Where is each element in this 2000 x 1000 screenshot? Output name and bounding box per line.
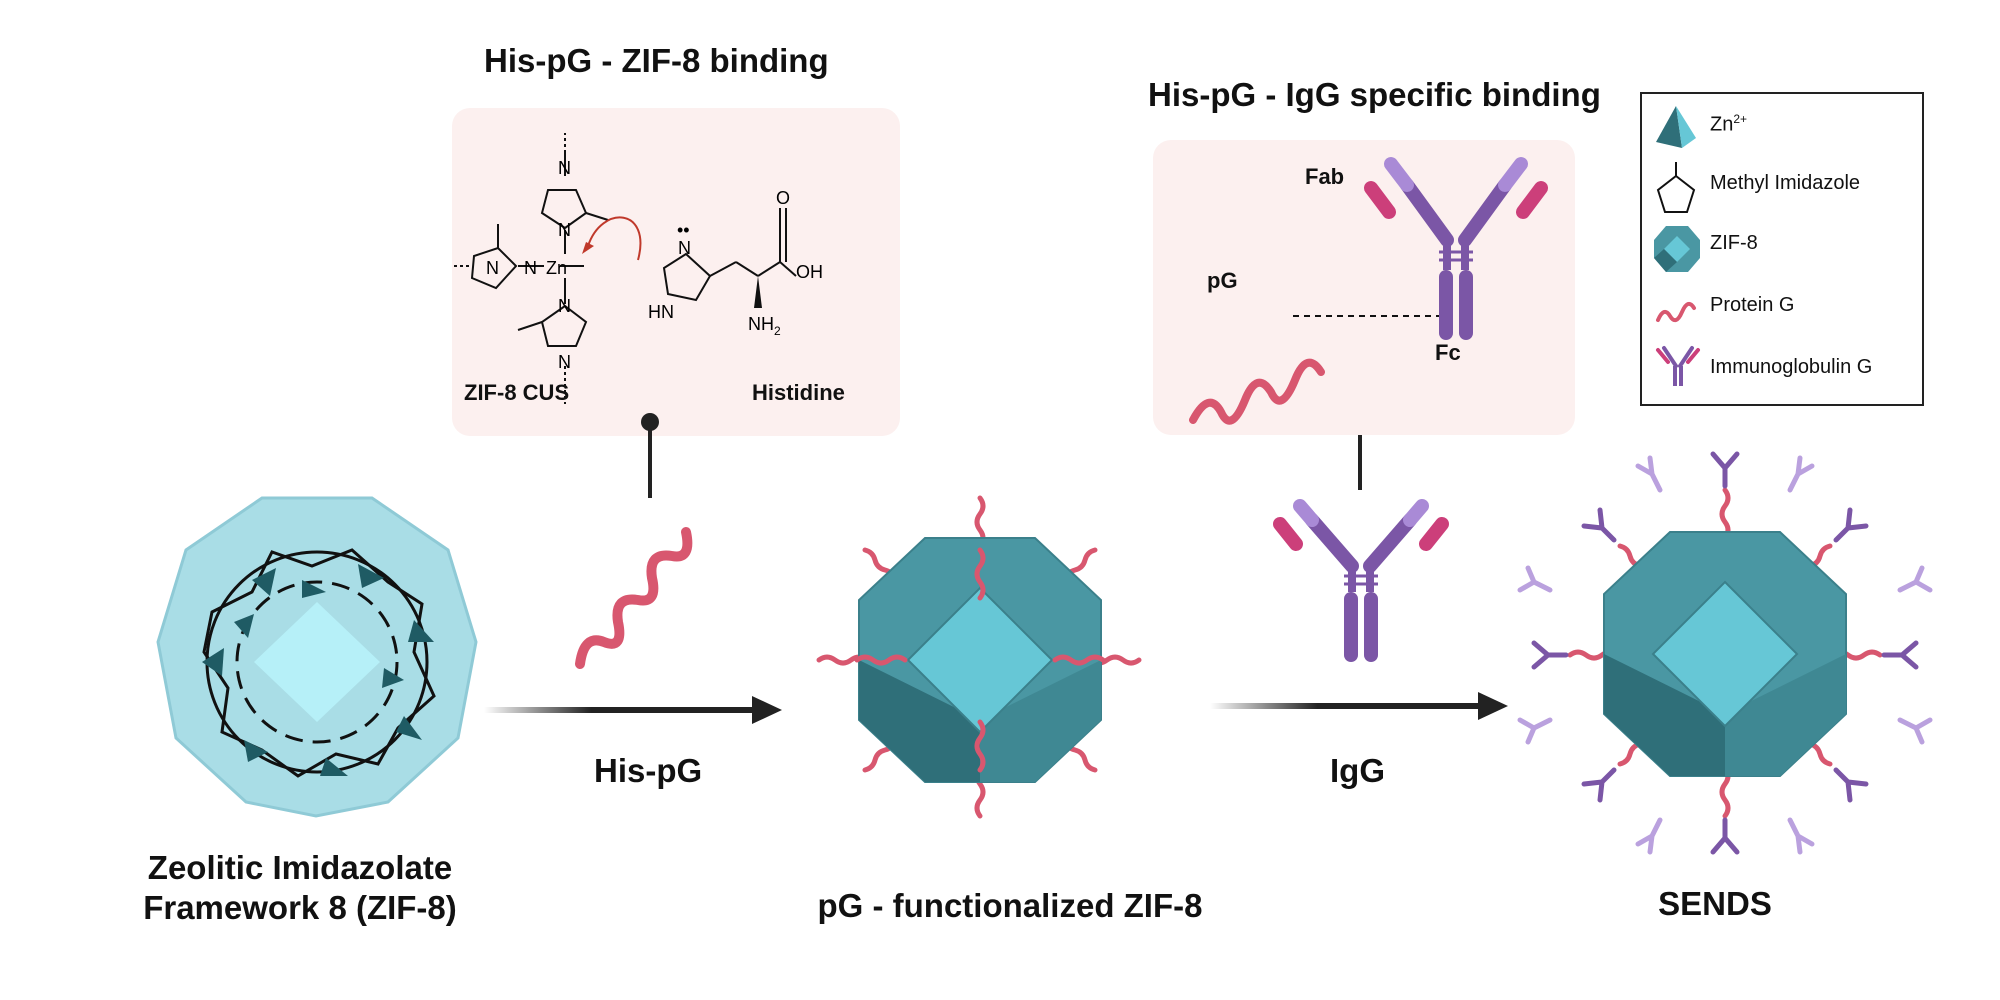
igg-step-arrow <box>1210 692 1508 720</box>
atom-n-top: N <box>558 158 571 178</box>
svg-text:O: O <box>776 188 790 208</box>
zn-tetrahedron-icon <box>1656 106 1696 148</box>
legend-label-zn: Zn2+ <box>1710 112 1748 136</box>
zif8-caption: Zeolitic Imidazolate Framework 8 (ZIF-8) <box>143 849 457 926</box>
legend-label-protein-g: Protein G <box>1710 294 1795 316</box>
igg-antibody <box>1364 157 1548 340</box>
his-pg-step-label: His-pG <box>594 752 703 789</box>
igg-step-label: IgG <box>1330 752 1385 789</box>
sends-caption: SENDS <box>1658 885 1772 922</box>
coordination-chemistry-diagram: N N N N Zn N N N •• HN NH2 O OH <box>454 133 823 404</box>
his-pg-zif8-binding-panel: N N N N Zn N N N •• HN NH2 O OH ZIF-8 CU… <box>452 108 900 436</box>
pg-functionalized-zif8-illustration <box>816 495 1142 819</box>
histidine-label: Histidine <box>752 380 845 405</box>
svg-text:OH: OH <box>796 262 823 282</box>
pg-helix <box>1189 358 1325 425</box>
igg-binding-panel-title: His-pG - IgG specific binding <box>1148 76 1601 113</box>
sends-illustration <box>1517 451 1933 855</box>
his-pg-igg-binding-panel: Fab pG Fc <box>1153 140 1575 435</box>
lone-pair-dots: •• <box>677 220 690 240</box>
immunoglobulin-g-icon <box>1656 346 1700 386</box>
zif8-crystal-illustration <box>156 496 478 818</box>
binding-panel-title: His-pG - ZIF-8 binding <box>484 42 829 79</box>
svg-text:N: N <box>558 220 571 240</box>
svg-text:Zn: Zn <box>546 258 567 278</box>
zif8-polyhedron-icon <box>1654 226 1700 272</box>
his-pg-helix-illustration <box>575 527 693 669</box>
legend: Zn2+ Methyl Imidazole ZIF-8 Protein G Im… <box>1640 92 1924 406</box>
pg-label: pG <box>1207 268 1238 293</box>
his-pg-step-arrow <box>484 696 782 724</box>
fc-label: Fc <box>1435 340 1461 365</box>
fab-label: Fab <box>1305 164 1345 189</box>
svg-text:N: N <box>678 238 691 258</box>
pg-zif8-caption: pG - functionalized ZIF-8 <box>817 887 1203 924</box>
svg-text:HN: HN <box>648 302 674 322</box>
protein-g-icon <box>1656 301 1696 323</box>
legend-label-zif8: ZIF-8 <box>1710 232 1758 254</box>
methyl-imidazole-icon <box>1656 162 1696 213</box>
igg-binding-diagram <box>1189 157 1548 425</box>
svg-text:N: N <box>486 258 499 278</box>
legend-label-igg: Immunoglobulin G <box>1710 356 1873 378</box>
svg-text:N: N <box>558 352 571 372</box>
svg-text:N: N <box>524 258 537 278</box>
zif8-cus-label: ZIF-8 CUS <box>464 380 570 405</box>
left-panel-pin <box>641 413 659 498</box>
svg-text:N: N <box>558 296 571 316</box>
legend-label-methyl-imidazole: Methyl Imidazole <box>1710 172 1861 194</box>
amine-label: NH2 <box>748 314 781 338</box>
igg-antibody-illustration <box>1273 499 1449 662</box>
